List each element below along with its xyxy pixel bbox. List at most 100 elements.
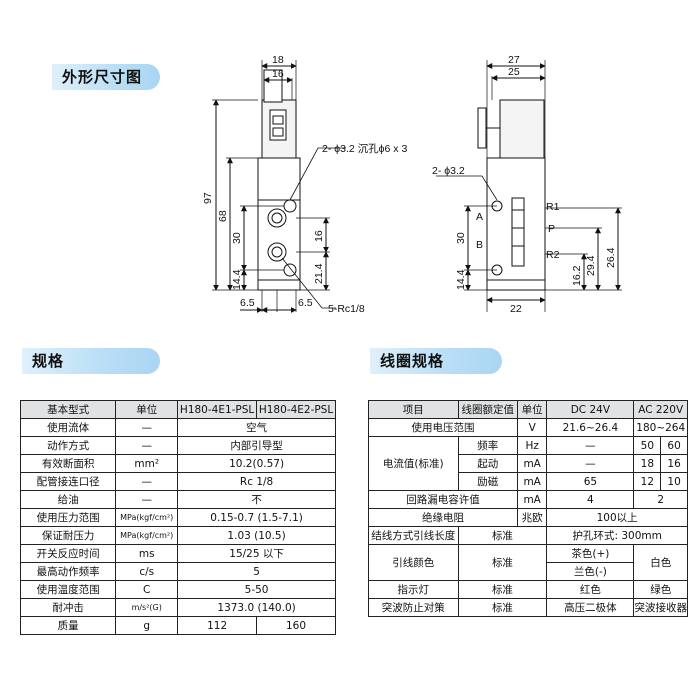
row-value-ac: 绿色: [633, 580, 688, 599]
table-row: 使用流体—空气: [19, 418, 336, 437]
dim-side-22: 22: [510, 303, 522, 315]
row-rating: 标准: [457, 544, 548, 581]
section-title-spec: 规格: [32, 352, 65, 370]
port-label-a: A: [476, 211, 483, 223]
port-label-p: P: [548, 223, 555, 235]
row-unit: ms: [115, 544, 179, 563]
row-value: Rc 1/8: [177, 472, 336, 491]
spec-table: 基本型式 单位 H180-4E1-PSL H180-4E2-PSL 使用流体—空…: [19, 400, 336, 635]
row-unit: V: [516, 418, 548, 437]
row-label: 给油: [19, 490, 117, 509]
front-view: [212, 60, 346, 313]
row-value-dc: 65: [546, 472, 635, 491]
table-row: 指示灯 标准 红色 绿色: [368, 580, 688, 599]
row-value-model-2: 160: [256, 616, 336, 635]
dim-front-16-right: 16: [313, 230, 325, 242]
row-unit: —: [115, 490, 179, 509]
dim-front-6-5-left: 6.5: [240, 297, 255, 309]
row-value-dc-plus: 茶色(+): [546, 544, 635, 563]
row-unit: Hz: [516, 436, 548, 455]
note-side-hole: 2- ϕ3.2: [432, 165, 465, 177]
row-label: 回路漏电容许值: [368, 490, 518, 509]
table-row: 配管接连口径—Rc 1/8: [19, 472, 336, 491]
row-label: 指示灯: [368, 580, 459, 599]
row-value-ac-50: 18: [633, 454, 662, 473]
coil-header-rating: 线圈额定值: [457, 400, 519, 419]
port-label-b: B: [476, 239, 483, 251]
row-value-dc: 4: [546, 490, 635, 509]
coil-header-row: 项目 线圈额定值 单位 DC 24V AC 220V: [368, 400, 688, 419]
dim-side-30: 30: [455, 232, 467, 244]
row-label: 突波防止对策: [368, 598, 459, 617]
row-unit: C: [115, 580, 179, 599]
row-label: 使用温度范围: [19, 580, 117, 599]
row-unit: m/s²(G): [115, 598, 179, 617]
coil-header-dc: DC 24V: [546, 400, 635, 419]
row-label: 结线方式引线长度: [368, 526, 459, 545]
row-label: 质量: [19, 616, 117, 635]
coil-table: 项目 线圈额定值 单位 DC 24V AC 220V 使用电压范围 V 21.6…: [368, 400, 688, 617]
row-unit: mA: [516, 472, 548, 491]
row-unit: —: [115, 418, 179, 437]
port-label-r2: R2: [546, 249, 560, 261]
note-front-port: 5-Rc1/8: [328, 303, 365, 315]
row-label: 耐冲击: [19, 598, 117, 617]
row-value-dc: 21.6~26.4: [546, 418, 635, 437]
row-value: 内部引导型: [177, 436, 336, 455]
spec-header-type: 基本型式: [19, 400, 117, 419]
table-row: 起动 mA — 18 16: [369, 454, 688, 473]
row-value-ac-60: 16: [660, 454, 688, 473]
row-label: 开关反应时间: [19, 544, 117, 563]
dim-front-16: 16: [272, 68, 284, 80]
dim-front-21-4: 21.4: [313, 263, 325, 284]
spec-header-row: 基本型式 单位 H180-4E1-PSL H180-4E2-PSL: [19, 400, 336, 419]
row-unit: —: [115, 472, 179, 491]
table-row: 回路漏电容许值 mA 4 2: [368, 490, 688, 509]
row-label: 保证耐压力: [19, 526, 117, 545]
dim-front-18: 18: [272, 54, 284, 66]
table-row: 动作方式—内部引导型: [19, 436, 336, 455]
section-tab-coil: 线圈规格: [370, 348, 502, 374]
outline-drawing: 18 16 97 68 30 14.4 16 21.4 6.5 6.5 2- ϕ…: [202, 54, 622, 315]
row-value: 不: [177, 490, 336, 509]
row-value-ac-50: 50: [633, 436, 662, 455]
row-value: 1373.0 (140.0): [177, 598, 336, 617]
dim-side-26-4: 26.4: [605, 247, 617, 268]
row-unit: g: [115, 616, 179, 635]
row-rating: 标准: [457, 598, 548, 617]
coil-header-ac: AC 220V: [633, 400, 688, 419]
row-value: 空气: [177, 418, 336, 437]
table-row: 使用电压范围 V 21.6~26.4 180~264: [368, 418, 688, 437]
dim-front-68: 68: [217, 210, 229, 222]
row-value-ac: 白色: [633, 544, 688, 581]
dim-front-30: 30: [231, 232, 243, 244]
row-rating: 标准: [457, 580, 548, 599]
row-value: 5-50: [177, 580, 336, 599]
row-rating: 标准: [457, 526, 548, 545]
spec-header-model-1: H180-4E1-PSL: [177, 400, 258, 419]
row-value-dc: —: [546, 454, 635, 473]
row-unit: mA: [516, 454, 548, 473]
row-label: 动作方式: [19, 436, 117, 455]
table-row: 引线颜色 标准 茶色(+) 白色: [368, 544, 688, 581]
row-value-ac: 180~264: [633, 418, 688, 437]
coil-header-unit: 单位: [516, 400, 548, 419]
row-value-ac-60: 10: [660, 472, 688, 491]
row-sublabel: 励磁: [457, 472, 519, 491]
row-unit: 兆欧: [516, 508, 548, 527]
section-tab-outline: 外形尺寸图: [52, 64, 160, 90]
row-label: 最高动作频率: [19, 562, 117, 581]
table-row: 突波防止对策 标准 高压二极体 突波接收器: [368, 598, 688, 617]
row-value: 15/25 以下: [177, 544, 336, 563]
dim-front-6-5-right: 6.5: [298, 297, 313, 309]
port-label-r1: R1: [546, 201, 560, 213]
spec-header-model-2: H180-4E2-PSL: [256, 400, 336, 419]
row-unit: c/s: [115, 562, 179, 581]
row-unit: MPa(kgf/cm²): [115, 526, 179, 545]
row-value-dc-minus: 兰色(-): [546, 562, 635, 581]
dim-front-14-4: 14.4: [231, 269, 243, 290]
row-label: 配管接连口径: [19, 472, 117, 491]
